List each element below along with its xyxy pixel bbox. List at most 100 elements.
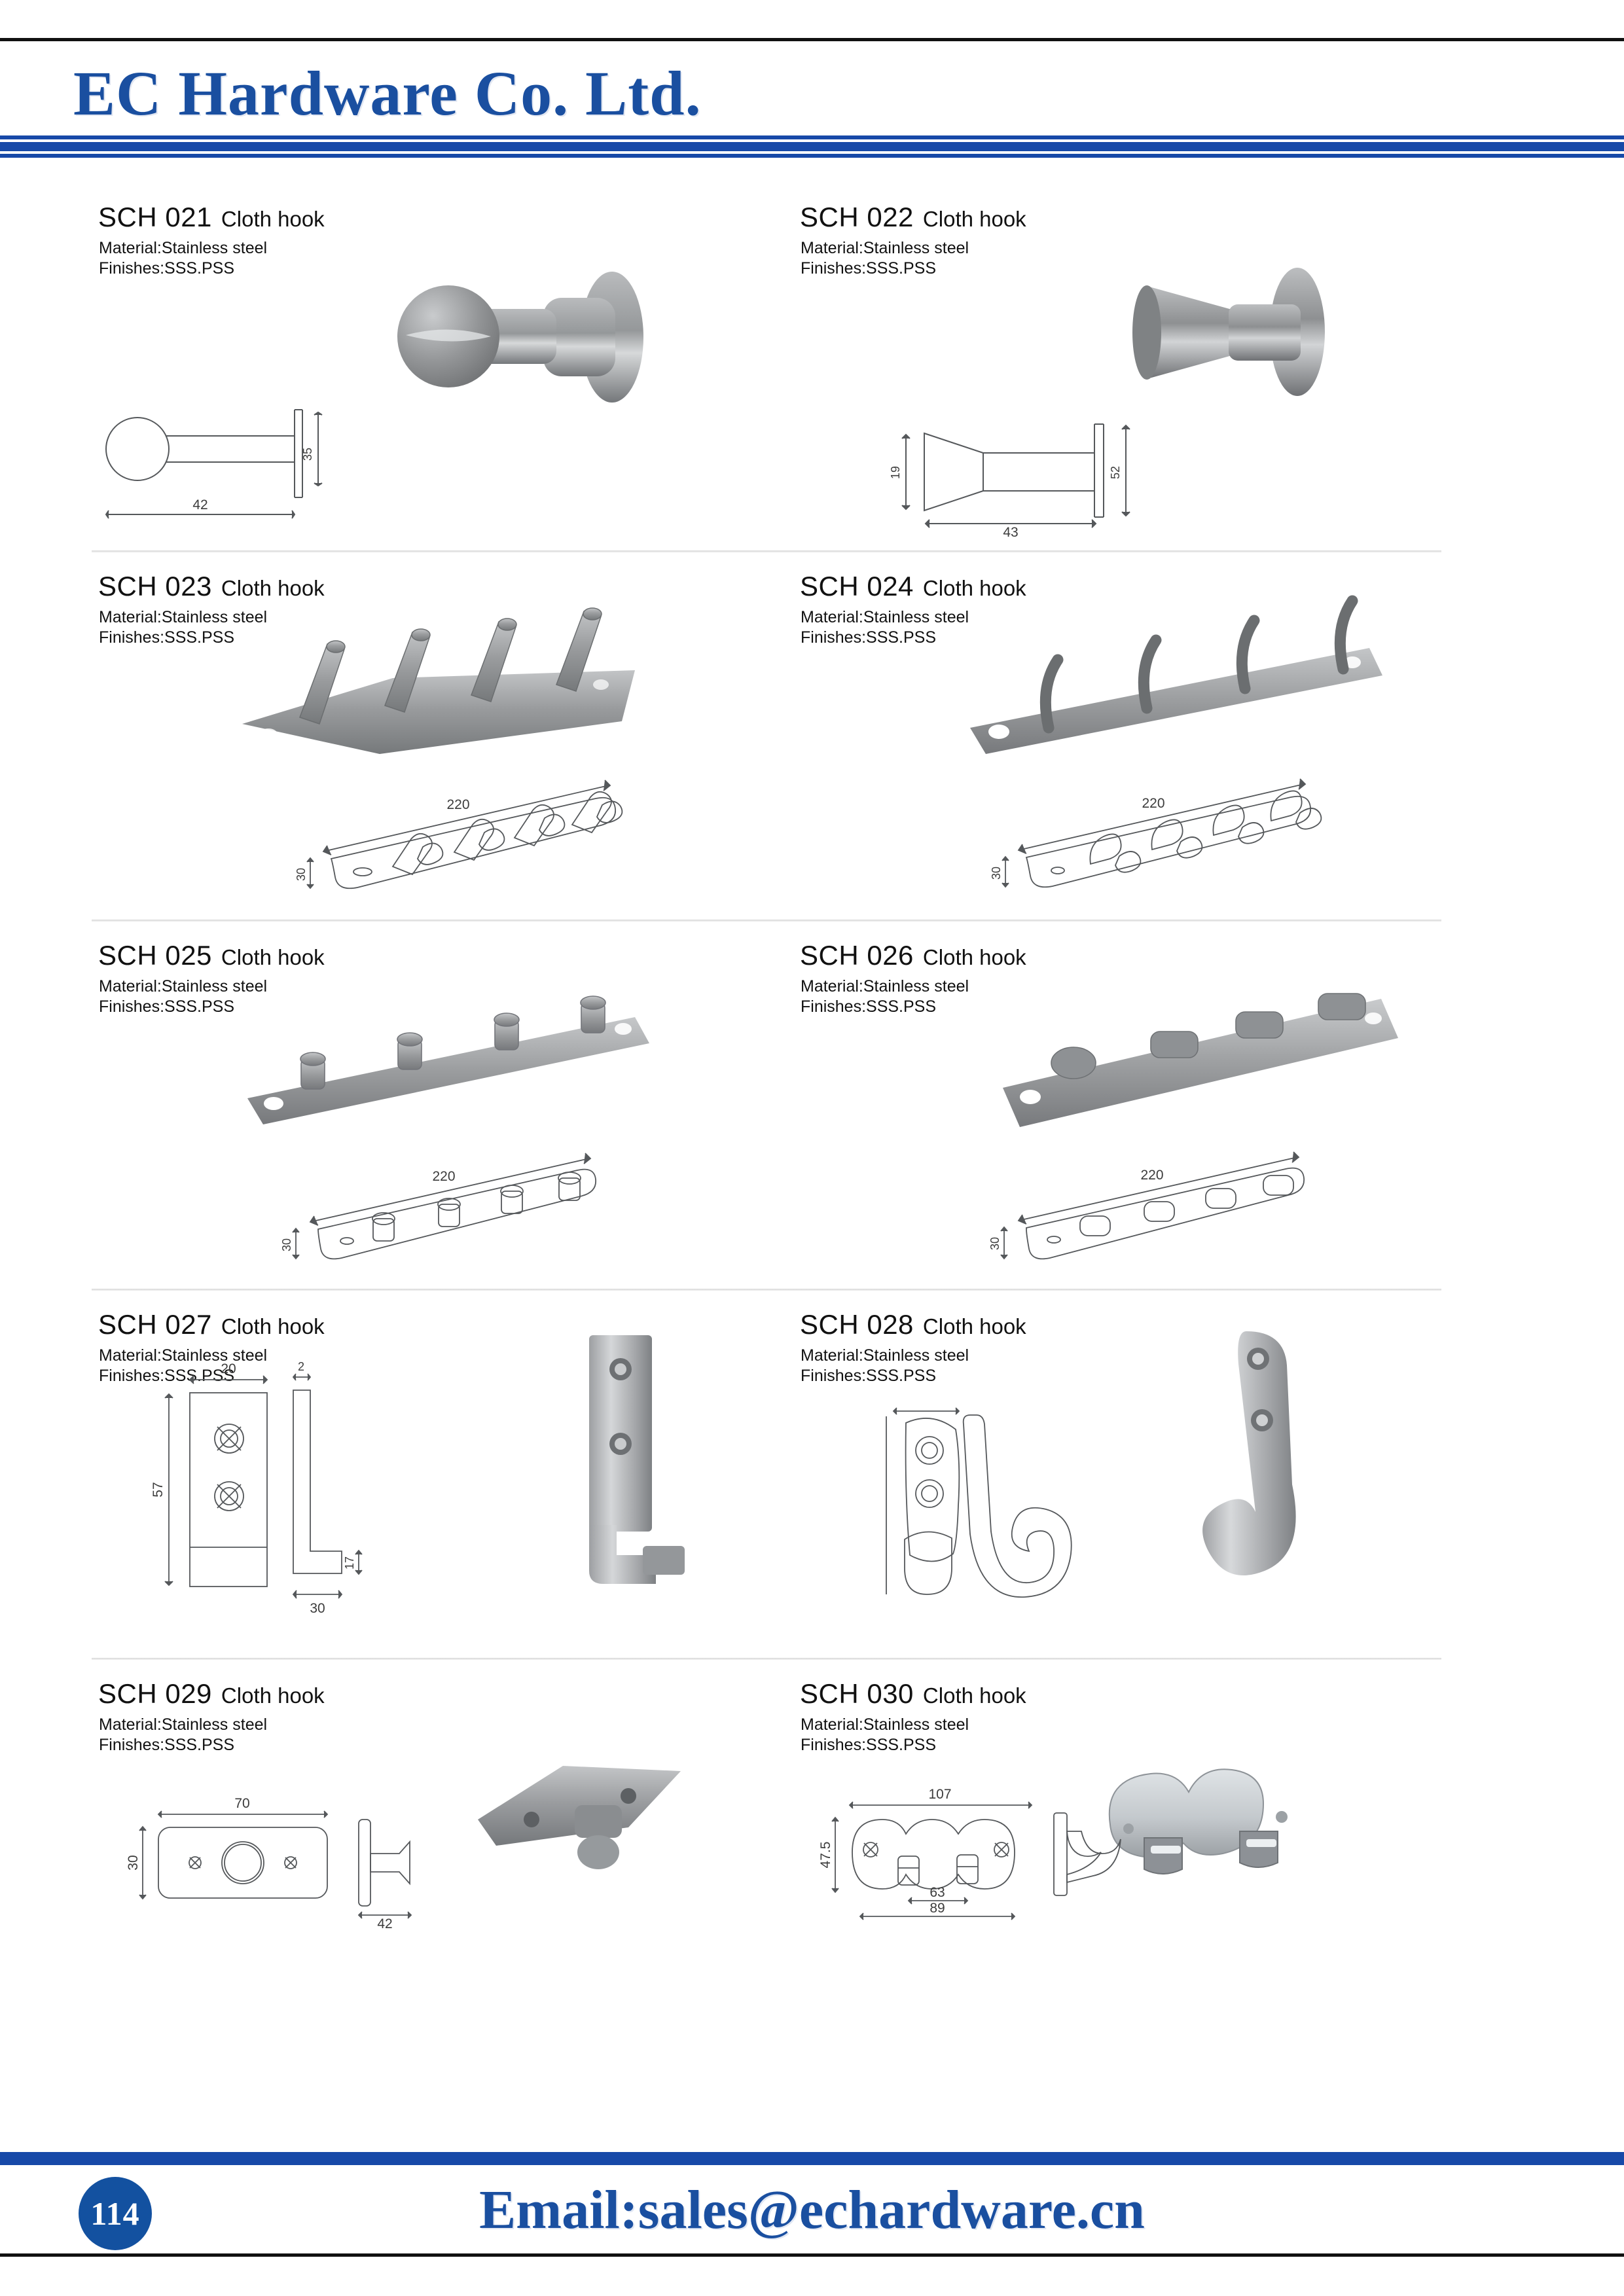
row-divider <box>92 550 1441 552</box>
product-drawing-sch-025: 220 30 <box>280 1138 635 1268</box>
product-heading: SCH 022 Cloth hook <box>800 202 1026 233</box>
product-name: Cloth hook <box>221 1683 325 1708</box>
dim-label: 43 <box>1003 525 1018 540</box>
product-finishes: Finishes:SSS.PSS <box>801 628 937 647</box>
header-blue-rule <box>0 139 1624 154</box>
dim-label: 2 <box>298 1360 304 1373</box>
product-material: Material:Stainless steel <box>99 239 268 257</box>
dim-label: 220 <box>432 1169 455 1184</box>
product-photo-sch-023 <box>229 593 661 770</box>
product-drawing-sch-030: 107 47.5 63 89 <box>806 1772 1147 1936</box>
dim-label: 107 <box>928 1787 951 1802</box>
product-material: Material:Stainless steel <box>801 1346 969 1365</box>
product-photo-sch-022 <box>1068 259 1376 409</box>
product-finishes: Finishes:SSS.PSS <box>801 1736 937 1754</box>
product-cell-sch-024[interactable]: SCH 024 Cloth hook Material:Stainless ste… <box>800 552 1507 919</box>
product-code: SCH 023 <box>98 571 212 601</box>
product-finishes: Finishes:SSS.PSS <box>99 1367 235 1385</box>
product-row: SCH 021 Cloth hook Material:Stainless ste… <box>0 183 1624 552</box>
product-code: SCH 025 <box>98 940 212 971</box>
product-spec: Material:Stainless steel Finishes:SSS.PS… <box>99 977 267 1017</box>
page-footer: 114 Email:sales@echardware.cn <box>0 2165 1624 2253</box>
product-drawing-sch-023: 220 30 <box>295 762 648 899</box>
product-spec: Material:Stainless steel Finishes:SSS.PS… <box>801 607 969 648</box>
product-photo-sch-026 <box>996 982 1428 1132</box>
product-drawing-sch-024: 220 30 <box>990 761 1343 898</box>
product-photo-sch-024 <box>950 595 1409 763</box>
product-material: Material:Stainless steel <box>99 608 268 626</box>
product-finishes: Finishes:SSS.PSS <box>801 997 937 1016</box>
product-material: Material:Stainless steel <box>99 977 268 996</box>
product-spec: Material:Stainless steel Finishes:SSS.PS… <box>801 977 969 1017</box>
product-material: Material:Stainless steel <box>99 1715 268 1734</box>
product-spec: Material:Stainless steel Finishes:SSS.PS… <box>801 1715 969 1755</box>
product-finishes: Finishes:SSS.PSS <box>801 1367 937 1385</box>
product-material: Material:Stainless steel <box>801 1715 969 1734</box>
product-cell-sch-022[interactable]: SCH 022 Cloth hook Material:Stainless ste… <box>800 183 1507 550</box>
product-spec: Material:Stainless steel Finishes:SSS.PS… <box>801 238 969 279</box>
dim-label: 30 <box>310 1601 325 1616</box>
product-row: SCH 023 Cloth hook Material:Stainless ste… <box>0 552 1624 922</box>
product-cell-sch-023[interactable]: SCH 023 Cloth hook Material:Stainless ste… <box>98 552 805 919</box>
product-cell-sch-028[interactable]: SCH 028 Cloth hook Material:Stainless ste… <box>800 1291 1507 1657</box>
contact-email[interactable]: Email:sales@echardware.cn <box>479 2179 1145 2240</box>
product-code: SCH 024 <box>800 571 914 601</box>
product-name: Cloth hook <box>221 576 325 600</box>
company-title: EC Hardware Co. Ltd. <box>73 58 702 128</box>
product-drawing-sch-027: 20 57 2 17 <box>118 1354 406 1628</box>
product-code: SCH 022 <box>800 202 914 232</box>
dim-label: 220 <box>446 797 469 812</box>
product-heading: SCH 023 Cloth hook <box>98 571 325 602</box>
product-spec: Material:Stainless steel Finishes:SSS.PS… <box>99 1346 267 1386</box>
dim-label: 89 <box>929 1901 945 1916</box>
dim-label: 220 <box>1142 796 1164 811</box>
product-name: Cloth hook <box>221 207 325 231</box>
product-finishes: Finishes:SSS.PSS <box>99 1736 235 1754</box>
row-divider <box>92 2027 1441 2029</box>
product-material: Material:Stainless steel <box>801 608 969 626</box>
dim-label: 52 <box>1109 466 1122 479</box>
product-code: SCH 021 <box>98 202 212 232</box>
product-code: SCH 027 <box>98 1309 212 1340</box>
footer-blue-rule <box>0 2152 1624 2165</box>
row-divider <box>92 1289 1441 1291</box>
product-code: SCH 028 <box>800 1309 914 1340</box>
product-drawing-sch-026: 220 30 <box>988 1139 1343 1270</box>
product-spec: Material:Stainless steel Finishes:SSS.PS… <box>99 607 267 648</box>
dim-label: 17 <box>343 1556 356 1570</box>
product-photo-sch-028 <box>1173 1321 1369 1596</box>
bottom-black-rule <box>0 2253 1624 2257</box>
dim-label: 57 <box>151 1482 166 1497</box>
dim-label: 30 <box>988 1237 1001 1250</box>
product-material: Material:Stainless steel <box>99 1346 268 1365</box>
dim-label: 42 <box>377 1916 392 1931</box>
product-spec: Material:Stainless steel Finishes:SSS.PS… <box>99 1715 267 1755</box>
product-finishes: Finishes:SSS.PSS <box>99 628 235 647</box>
product-name: Cloth hook <box>922 1314 1026 1338</box>
product-cell-sch-021[interactable]: SCH 021 Cloth hook Material:Stainless ste… <box>98 183 805 550</box>
page-header: EC Hardware Co. Ltd. <box>0 41 1624 141</box>
product-name: Cloth hook <box>922 207 1026 231</box>
product-name: Cloth hook <box>922 576 1026 600</box>
product-photo-sch-029 <box>465 1757 740 1907</box>
product-code: SCH 026 <box>800 940 914 971</box>
product-spec: Material:Stainless steel Finishes:SSS.PS… <box>801 1346 969 1386</box>
dim-label: 19 <box>889 466 902 479</box>
dim-label: 47.5 <box>818 1842 833 1869</box>
dim-label: 63 <box>929 1885 945 1900</box>
product-spec: Material:Stainless steel Finishes:SSS.PS… <box>99 238 267 279</box>
product-material: Material:Stainless steel <box>801 239 969 257</box>
